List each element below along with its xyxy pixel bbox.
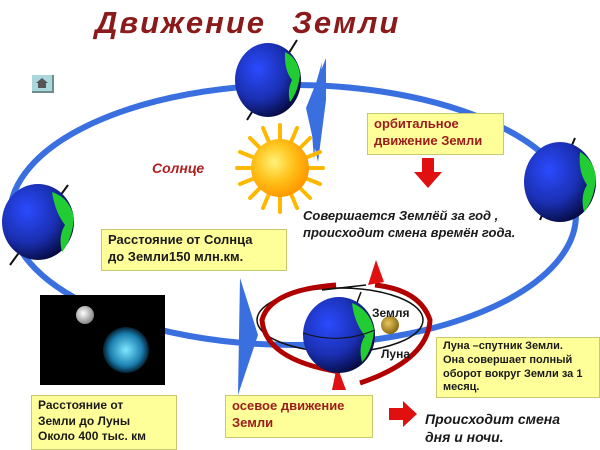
earth-globe-icon [2,184,74,266]
earth-label: Земля [372,306,410,320]
orbital-motion-line1: орбитальное [374,116,459,131]
moon-distance-line3: Около 400 тыс. км [38,429,147,444]
orbit-arrow-bottom [238,278,258,395]
sun-distance-line2: до Земли150 млн.км. [108,248,244,264]
earth-globe-icon [235,39,301,121]
axial-motion-note: Происходит смена дня и ночи. [425,410,560,446]
orbital-motion-box: орбитальное движение Земли [367,113,504,155]
year-note-line1: Совершается Землёй за год , [303,208,499,223]
red-arrow-icon [389,401,417,427]
daynight-note-line2: дня и ночи. [425,429,504,446]
sun-icon [235,123,325,214]
orbital-motion-note: Совершается Землёй за год , происходит с… [303,208,515,242]
home-button[interactable] [32,75,54,93]
year-note-line2: происходит смена времён года. [303,224,516,240]
moon-info-line4: месяц. [443,381,480,394]
moon-info-line1: Луна –спутник Земли. [443,340,563,352]
title-word-earth: Земли [292,5,401,40]
daynight-note-line1: Происходит смена [425,411,561,427]
moon-distance-line2: Земли до Луны [38,413,131,428]
axial-rotation-diagram [256,260,433,390]
axial-motion-line1: осевое движение [232,398,345,413]
axial-motion-box: осевое движение Земли [225,395,373,438]
earth-globe-icon [303,297,375,373]
earth-globe-icon [524,137,596,222]
sun-distance-line1: Расстояние от Солнца [108,232,253,247]
moon-info-line2: Она совершает полный [443,353,573,366]
moon-info-line3: оборот вокруг Земли за 1 [443,367,583,380]
moon-distance-box: Расстояние от Земли до Луны Около 400 ты… [31,395,177,450]
sun-label: Солнце [152,160,205,176]
red-arrow-icon [414,158,442,188]
moon-icon [381,316,399,334]
moon-info-box: Луна –спутник Земли. Она совершает полны… [436,337,600,398]
moon-distance-line1: Расстояние от [38,398,124,412]
orbital-motion-line2: движение Земли [374,132,483,148]
axial-motion-line2: Земли [232,414,274,430]
moon-label: Луна [381,347,411,361]
home-icon [36,78,48,88]
earth-moon-photo [40,295,165,385]
sun-distance-box: Расстояние от Солнца до Земли150 млн.км. [101,229,287,271]
title-word-motion: Движение [95,5,267,40]
